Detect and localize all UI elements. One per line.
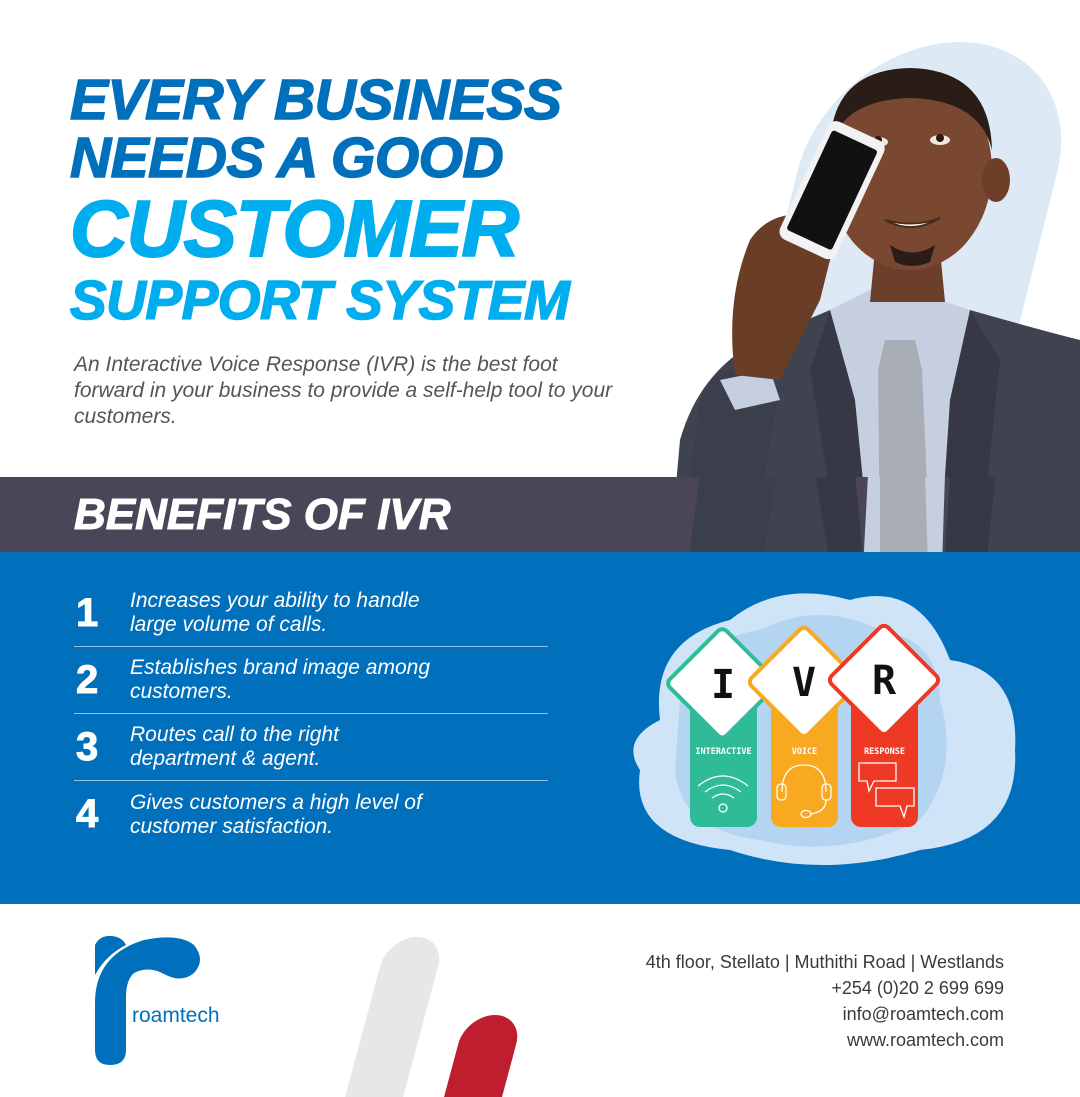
benefit-text: Gives customers a high level of customer…: [130, 791, 422, 839]
benefit-text: Increases your ability to handle large v…: [130, 589, 420, 637]
chat-bubbles-icon: [858, 762, 915, 820]
benefit-text-line: Establishes brand image among: [130, 656, 431, 679]
footer: [0, 904, 1080, 1097]
benefit-text-line: customer satisfaction.: [130, 814, 334, 838]
ivr-letter-v: V VOICE: [747, 625, 861, 827]
headline-line-4: SUPPORT SYSTEM: [69, 269, 570, 331]
brand-wordmark: roamtech: [132, 1004, 220, 1027]
businessman-on-phone-photo: [670, 68, 1080, 552]
headset-icon: [776, 764, 832, 819]
roamtech-logo-icon: [94, 935, 200, 1065]
benefit-item: 2 Establishes brand image among customer…: [74, 647, 548, 714]
wifi-icon: [697, 775, 749, 813]
headline-line-2: NEEDS A GOOD: [69, 126, 504, 190]
headline: EVERY BUSINESS NEEDS A GOOD CUSTOMER SUP…: [69, 68, 571, 331]
benefit-text-line: Increases your ability to handle: [130, 589, 420, 612]
svg-text:RESPONSE: RESPONSE: [864, 747, 905, 757]
benefit-number: 1: [76, 590, 99, 635]
contact-info: 4th floor, Stellato | Muthithi Road | We…: [646, 949, 1004, 1053]
svg-text:R: R: [872, 658, 897, 704]
benefit-number: 3: [76, 724, 99, 769]
benefit-number: 4: [76, 792, 99, 837]
benefit-item: 3 Routes call to the right department & …: [74, 714, 548, 781]
ivr-letter-i: I INTERACTIVE: [666, 627, 779, 827]
benefit-text: Routes call to the right department & ag…: [130, 723, 339, 771]
benefit-text-line: Gives customers a high level of: [130, 790, 422, 814]
benefits-list: 1 Increases your ability to handle large…: [74, 580, 548, 848]
benefit-text-line: large volume of calls.: [130, 613, 328, 636]
address: 4th floor, Stellato | Muthithi Road | We…: [645, 952, 1004, 972]
benefit-item: 4 Gives customers a high level of custom…: [74, 781, 548, 848]
headline-line-3: CUSTOMER: [69, 184, 520, 273]
benefit-text-line: Routes call to the right: [130, 723, 339, 746]
ivr-letter-r: R RESPONSE: [827, 623, 941, 827]
benefit-number: 2: [76, 657, 99, 702]
benefit-text: Establishes brand image among customers.: [130, 656, 430, 704]
ivr-illustration: I INTERACTIVE V VOICE R RESPONSE: [633, 593, 1016, 865]
benefit-item: 1 Increases your ability to handle large…: [74, 580, 548, 647]
businessman-torso-overlap: [689, 477, 1080, 553]
svg-text:V: V: [792, 660, 816, 706]
benefit-text-line: department & agent.: [130, 747, 321, 770]
svg-text:INTERACTIVE: INTERACTIVE: [695, 747, 751, 757]
headline-line-1: EVERY BUSINESS: [69, 68, 562, 132]
svg-text:I: I: [711, 662, 735, 708]
intro-paragraph: An Interactive Voice Response (IVR) is t…: [74, 353, 613, 428]
benefit-text-line: customers.: [130, 680, 233, 703]
svg-text:VOICE: VOICE: [792, 747, 818, 757]
website-link[interactable]: www.roamtech.com: [846, 1030, 1004, 1050]
email-link[interactable]: info@roamtech.com: [842, 1004, 1004, 1024]
phone-number[interactable]: +254 (0)20 2 699 699: [831, 978, 1004, 998]
benefits-title: BENEFITS OF IVR: [73, 490, 451, 540]
